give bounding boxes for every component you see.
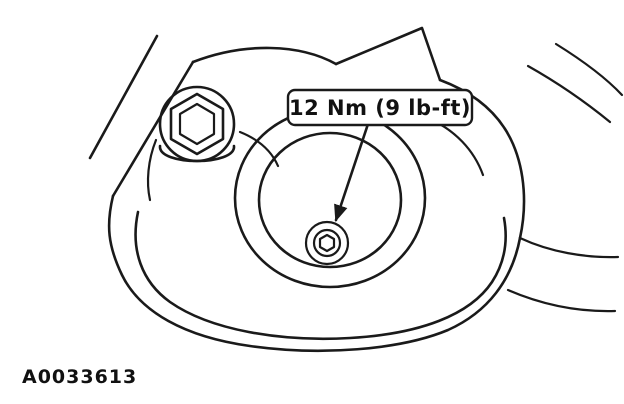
- mounting-boss-recess: [233, 107, 427, 289]
- hex-flange-bolt: [158, 85, 236, 163]
- body-exit-line-top-right-lower: [526, 64, 612, 124]
- torque-callout: 12 Nm (9 lb-ft): [286, 88, 474, 222]
- recessed-bolt-hex: [318, 233, 336, 253]
- body-edge-line: [88, 34, 159, 160]
- body-top-edge: [191, 46, 338, 66]
- body-exit-line-right-upper: [518, 236, 620, 259]
- torque-callout-label: 12 Nm (9 lb-ft): [289, 96, 471, 120]
- engine-body-outline: [88, 26, 624, 353]
- bolt-flange-circle: [158, 85, 236, 163]
- recess-inner-wall: [257, 131, 403, 269]
- bolt-hex-head: [169, 92, 225, 156]
- figure-id-label: A0033613: [22, 366, 137, 388]
- body-exit-line-top-right-upper: [554, 42, 624, 97]
- recessed-bolt-head-rim: [312, 228, 342, 258]
- body-tab: [334, 26, 442, 82]
- boss-ledge-line-left: [146, 138, 158, 202]
- body-edge-line: [111, 60, 195, 198]
- torque-callout-arrow: [334, 122, 370, 222]
- torque-callout-box: [286, 88, 474, 127]
- boss-ledge-line: [238, 130, 280, 168]
- recess-outer-rim: [233, 107, 427, 289]
- recessed-bolt: [304, 220, 350, 266]
- body-exit-line-right-lower: [506, 288, 617, 313]
- body-inner-bottom-edge: [134, 210, 507, 341]
- body-bottom-edge: [107, 194, 522, 353]
- bolt-hex-bevel: [178, 102, 216, 146]
- recessed-bolt-washer: [304, 220, 350, 266]
- inner-contour-right: [426, 116, 485, 177]
